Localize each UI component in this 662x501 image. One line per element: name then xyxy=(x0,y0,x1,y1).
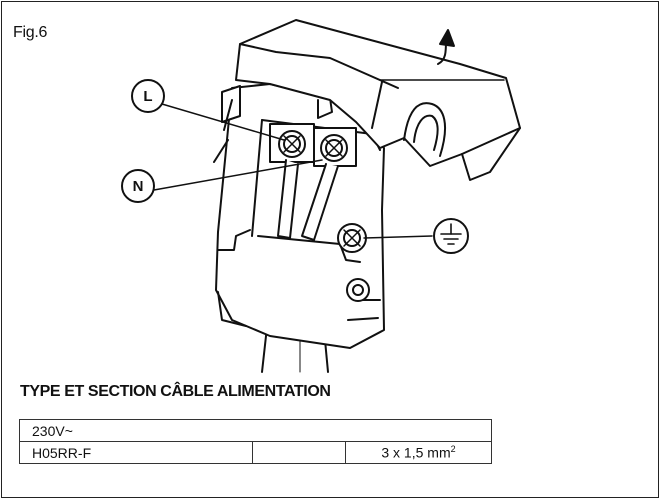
cable-spec-title: TYPE ET SECTION CÂBLE ALIMENTATION xyxy=(20,383,331,400)
voltage-cell: 230V~ xyxy=(19,419,492,442)
cable-type-cell: H05RR-F xyxy=(19,441,253,464)
table-row: 230V~ xyxy=(19,419,492,442)
callout-L-label: L xyxy=(143,88,152,105)
callout-neutral-terminal: N xyxy=(121,159,323,203)
empty-cell xyxy=(252,441,346,464)
table-row: H05RR-F 3 x 1,5 mm2 xyxy=(19,441,492,464)
cable-section-cell: 3 x 1,5 mm2 xyxy=(345,441,492,464)
section-exponent: 2 xyxy=(450,444,456,455)
figure-label: Fig.6 xyxy=(13,24,48,41)
earth-ground-icon xyxy=(440,223,462,245)
terminal-screws xyxy=(269,123,370,302)
lift-arrow xyxy=(437,29,455,65)
callout-ground-terminal xyxy=(363,218,469,254)
cable-spec-table: 230V~ H05RR-F 3 x 1,5 mm2 xyxy=(19,419,492,464)
callout-line-terminal: L xyxy=(131,79,285,141)
cable-section-value: 3 x 1,5 mm xyxy=(381,444,451,461)
plug-cover xyxy=(235,19,521,181)
callout-N-label: N xyxy=(133,178,144,195)
